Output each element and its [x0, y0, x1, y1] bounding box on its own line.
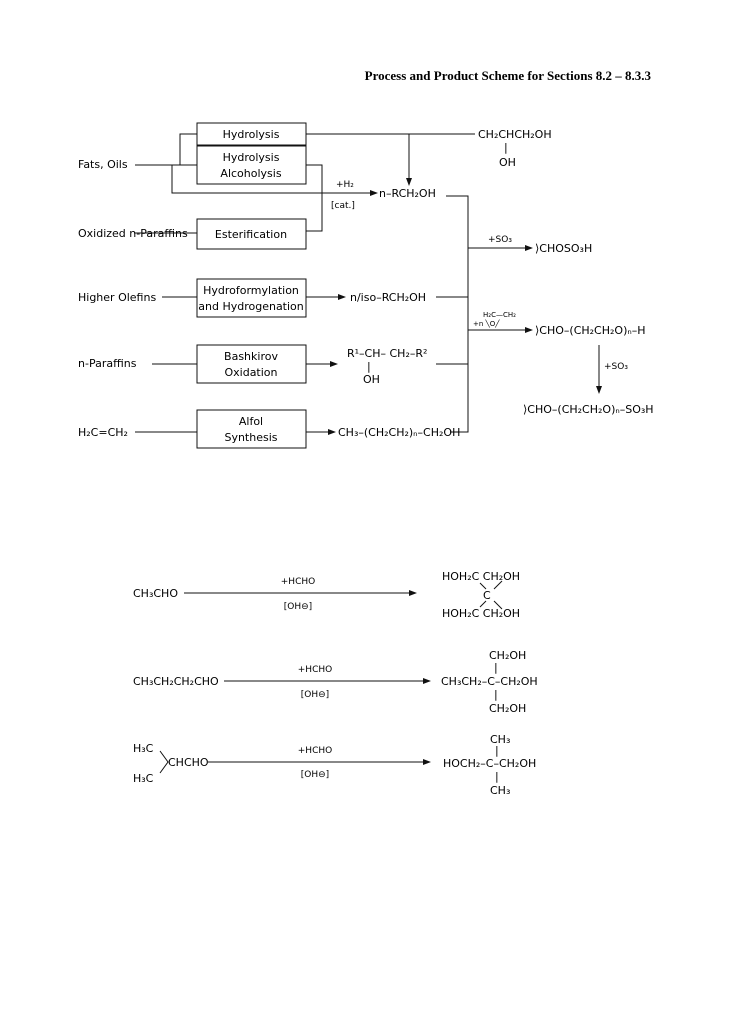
- product-sec-alcohol: R¹–CH– CH₂–R²: [347, 347, 427, 360]
- product-glycerol-oh: OH: [499, 156, 516, 169]
- reaction-1: CH₃CHO +HCHO [OH⊖] HOH₂C CH₂OH C HOH₂C C…: [133, 570, 520, 620]
- reaction-3-reagent: +HCHO: [298, 746, 332, 756]
- process-hydroformylation-line1: Hydroformylation: [203, 284, 299, 297]
- process-box-esterification: Esterification: [196, 218, 307, 250]
- input-higher-olefins: Higher Olefins: [78, 291, 156, 304]
- input-ethylene: H₂C=CH₂: [78, 426, 128, 439]
- condition-h2: +H₂: [336, 180, 354, 190]
- product-ethoxylate: ⟩CHO–(CH₂CH₂O)ₙ–H: [535, 324, 646, 337]
- scheme-arrowheads: [328, 178, 602, 435]
- reaction-1-reactant: CH₃CHO: [133, 587, 178, 600]
- reaction-3-product-main: HOCH₂–C–CH₂OH: [443, 757, 536, 770]
- product-glycerol: CH₂CHCH₂OH: [478, 128, 552, 141]
- reaction-2-product-top: CH₂OH: [489, 649, 526, 662]
- reaction-2-product-bottom: CH₂OH: [489, 702, 526, 715]
- process-esterification-label: Esterification: [215, 228, 287, 241]
- input-n-paraffins: n-Paraffins: [78, 357, 137, 370]
- reaction-3-catalyst: [OH⊖]: [301, 770, 329, 780]
- page-title: Process and Product Scheme for Sections …: [365, 68, 652, 83]
- reaction-2: CH₃CH₂CH₂CHO +HCHO [OH⊖] CH₂OH | CH₃CH₂–…: [133, 649, 538, 715]
- reaction-3-reactant-main: CHCHO: [168, 756, 209, 769]
- reaction-3-reactant-top: H₃C: [133, 742, 154, 755]
- process-box-alfol: Alfol Synthesis: [196, 409, 307, 449]
- reaction-1-bonds: [479, 580, 503, 610]
- process-hydroformylation-line2: and Hydrogenation: [198, 300, 304, 313]
- product-iso-alcohol: n/iso–RCH₂OH: [350, 291, 426, 304]
- product-alfol-alcohol: CH₃–(CH₂CH₂)ₙ–CH₂OH: [338, 426, 460, 439]
- process-alfol-line2: Synthesis: [224, 431, 277, 444]
- reaction-2-product-bond-top: |: [494, 661, 498, 674]
- process-hydrolysis-alc-line2: Alcoholysis: [220, 167, 281, 180]
- product-glycerol-bond: |: [504, 141, 508, 154]
- reaction-1-product-bottom: HOH₂C CH₂OH: [442, 607, 520, 620]
- reaction-3-product-top: CH₃: [490, 733, 510, 746]
- product-ether-sulfate: ⟩CHO–(CH₂CH₂O)ₙ–SO₃H: [523, 403, 654, 416]
- process-box-hydrolysis: Hydrolysis: [196, 122, 307, 146]
- condition-so3-2: +SO₃: [604, 362, 628, 372]
- product-sec-alcohol-bond: |: [367, 360, 371, 373]
- reaction-2-product-bond-bottom: |: [494, 688, 498, 701]
- reaction-3-product-bottom: CH₃: [490, 784, 510, 797]
- reaction-2-reactant: CH₃CH₂CH₂CHO: [133, 675, 219, 688]
- product-n-alcohol: n–RCH₂OH: [379, 187, 436, 200]
- input-oxidized-paraffins: Oxidized n-Paraffins: [78, 227, 188, 240]
- reaction-3-product-bond-top: |: [495, 744, 499, 757]
- process-bashkirov-line2: Oxidation: [224, 366, 277, 379]
- reaction-1-reagent: +HCHO: [281, 577, 315, 587]
- process-box-hydroformylation: Hydroformylation and Hydrogenation: [196, 278, 307, 318]
- process-box-hydrolysis-alcoholysis: Hydrolysis Alcoholysis: [196, 145, 307, 185]
- reaction-3-product-bond-bottom: |: [495, 770, 499, 783]
- process-box-bashkirov: Bashkirov Oxidation: [196, 344, 307, 384]
- condition-eo-bottom: +n ╲O╱: [473, 319, 500, 328]
- product-sec-alcohol-oh: OH: [363, 373, 380, 386]
- input-fats-oils: Fats, Oils: [78, 158, 128, 171]
- process-hydrolysis-label: Hydrolysis: [223, 128, 280, 141]
- reaction-2-product-main: CH₃CH₂–C–CH₂OH: [441, 675, 538, 688]
- reaction-1-product-top: HOH₂C CH₂OH: [442, 570, 520, 583]
- reaction-3-reactant-bottom: H₃C: [133, 772, 154, 785]
- process-alfol-line1: Alfol: [239, 415, 263, 428]
- reaction-2-catalyst: [OH⊖]: [301, 690, 329, 700]
- process-bashkirov-line1: Bashkirov: [224, 350, 278, 363]
- reaction-2-reagent: +HCHO: [298, 665, 332, 675]
- product-sulfate: ⟩CHOSO₃H: [535, 242, 592, 255]
- process-hydrolysis-alc-line1: Hydrolysis: [223, 151, 280, 164]
- reaction-1-product-center: C: [483, 589, 491, 602]
- reaction-3: H₃C CHCHO H₃C +HCHO [OH⊖] CH₃ | HOCH₂–C–…: [133, 733, 536, 797]
- scheme-connectors: [134, 133, 600, 433]
- condition-so3: +SO₃: [488, 235, 512, 245]
- reaction-1-catalyst: [OH⊖]: [284, 602, 312, 612]
- condition-eo-top: H₂C—CH₂: [483, 311, 516, 319]
- condition-cat: [cat.]: [331, 201, 355, 211]
